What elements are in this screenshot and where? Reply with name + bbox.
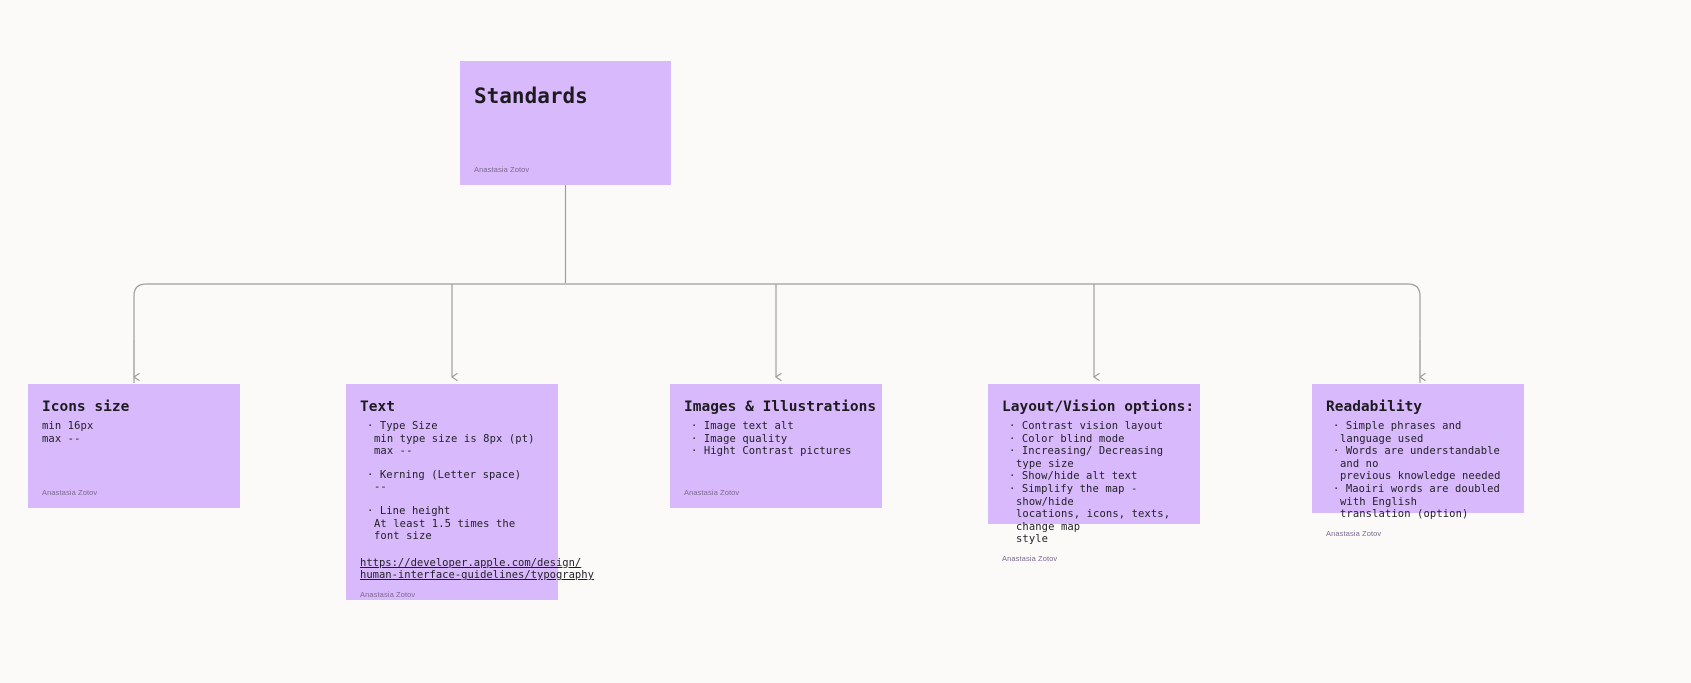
body-line: · Increasing/ Decreasing type size (1009, 445, 1170, 470)
card-layout-vision-options[interactable]: Layout/Vision options: · Contrast vision… (988, 384, 1200, 563)
card-title: Standards (474, 84, 588, 108)
card-title: Readability (1326, 399, 1423, 415)
card-title: Text (360, 399, 395, 415)
body-line: · Color blind mode (1009, 432, 1125, 445)
body-line: · Simple phrases and language used (1333, 420, 1468, 445)
body-line: min 16px (42, 420, 94, 432)
card-body: · Image text alt · Image quality · Hight… (684, 420, 868, 480)
card-author: Anastasia Zotov (684, 488, 740, 497)
body-line: -- (374, 481, 387, 494)
card-title: Icons size (42, 399, 130, 415)
card-author: Anastasia Zotov (42, 488, 98, 497)
body-line: · Image quality (691, 432, 788, 445)
card-title: Layout/Vision options: (1002, 399, 1195, 415)
card-author: Anastasia Zotov (474, 165, 530, 174)
body-spacer (360, 458, 544, 469)
link-line-2[interactable]: human-interface-guidelines/typography (360, 569, 594, 582)
body-line: · Show/hide alt text (1009, 470, 1138, 483)
card-standards[interactable]: Standards Anastasia Zotov (460, 61, 671, 185)
card-icons-size[interactable]: Icons size min 16px max -- Anastasia Zot… (28, 384, 240, 508)
body-line: At least 1.5 times the font size (374, 517, 522, 543)
body-line: · Hight Contrast pictures (691, 445, 852, 458)
body-line: · Kerning (Letter space) (367, 468, 522, 481)
body-line: · Words are understandable and no (1333, 445, 1507, 470)
body-line: previous knowledge needed (1340, 470, 1501, 483)
body-line: · Simplify the map - show/hide (1009, 482, 1144, 508)
card-images-illustrations[interactable]: Images & Illustrations · Image text alt … (670, 384, 882, 508)
card-author: Anastasia Zotov (360, 589, 416, 599)
card-body: · Contrast vision layout · Color blind m… (1002, 420, 1186, 546)
body-line: max -- (42, 432, 81, 445)
body-line: min type size is 8px (pt) (374, 432, 535, 445)
card-body: · Type Size min type size is 8px (pt) ma… (360, 420, 594, 582)
body-line: max -- (374, 445, 413, 458)
body-line: · Type Size (367, 420, 438, 432)
body-line: · Maoiri words are doubled with English (1333, 482, 1507, 508)
apple-hig-link[interactable]: https://developer.apple.com/design/ huma… (360, 556, 594, 582)
body-line: locations, icons, texts, change map (1016, 508, 1177, 533)
body-line: · Line height (367, 504, 451, 517)
body-spacer (360, 494, 544, 505)
card-readability[interactable]: Readability · Simple phrases and languag… (1312, 384, 1524, 538)
body-line: style (1016, 533, 1049, 546)
card-body: min 16px max -- (42, 420, 226, 480)
body-line: · Contrast vision layout (1009, 420, 1164, 432)
card-author: Anastasia Zotov (1326, 528, 1382, 538)
card-author: Anastasia Zotov (1002, 553, 1058, 563)
card-body: · Simple phrases and language used · Wor… (1326, 420, 1510, 521)
link-line-1[interactable]: https://developer.apple.com/design/ (360, 556, 582, 569)
body-line: · Image text alt (691, 420, 794, 432)
card-title: Images & Illustrations (684, 399, 877, 415)
body-line: translation (option) (1340, 508, 1469, 521)
card-text[interactable]: Text · Type Size min type size is 8px (p… (346, 384, 594, 600)
